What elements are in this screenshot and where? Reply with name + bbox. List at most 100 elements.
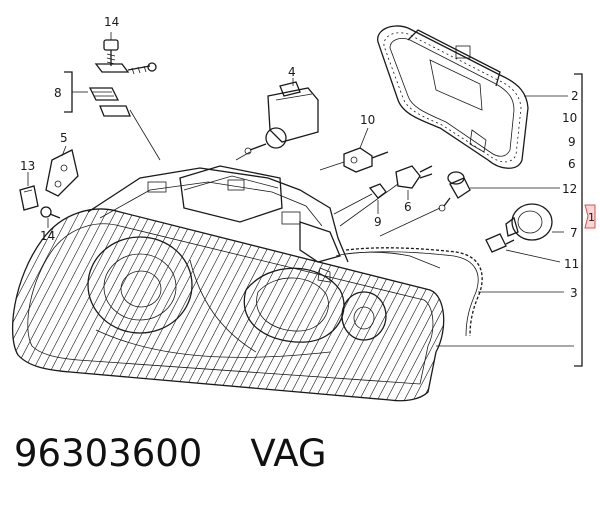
- callout-14-top: 14: [104, 15, 119, 29]
- lens-hatch-line: [15, 209, 137, 401]
- callout-9-mid: 9: [374, 215, 382, 229]
- wiring-harness-inner: [345, 251, 479, 337]
- bulb-12: [438, 171, 471, 212]
- lens-hatch-line: [12, 209, 110, 401]
- low-beam-reflector: [243, 267, 345, 343]
- seal-tab: [469, 129, 487, 153]
- lens-hatch-line: [330, 209, 444, 401]
- lens-hatch-line: [303, 209, 425, 401]
- headlamp-housing: [0, 165, 595, 420]
- housing-rear-block: [179, 165, 283, 223]
- lens-hatch-line: [12, 209, 119, 401]
- callout-4: 4: [288, 65, 296, 79]
- lens-hatch-line: [267, 209, 389, 401]
- callout-1: 1: [588, 211, 595, 224]
- housing-mount-tab-mid: [227, 179, 245, 191]
- lens-hatch-line: [12, 209, 92, 401]
- indicator-bulb-seat: [353, 306, 375, 330]
- lens-hatch-line: [213, 209, 335, 401]
- callout-13: 13: [20, 159, 35, 173]
- lens-hatch-line: [402, 209, 444, 401]
- screw-top-14: [103, 39, 119, 66]
- lens-inner-outline: [27, 223, 434, 385]
- lens-hatch-line: [366, 209, 444, 401]
- projector-reflector-mid: [103, 253, 177, 321]
- callout-7: 7: [570, 226, 578, 240]
- lens-outline: [12, 208, 445, 402]
- lens-contour-line-2: [189, 259, 257, 353]
- leveling-motor-4: [244, 81, 319, 155]
- lens-hatch-line: [348, 209, 444, 401]
- callout-6-mid: 6: [404, 200, 412, 214]
- lens-hatch-line: [294, 209, 416, 401]
- lens-hatch-line: [285, 209, 407, 401]
- lens-hatch-line: [12, 209, 74, 401]
- bulb-holder-10: [343, 147, 389, 173]
- lens-hatch-line: [12, 209, 20, 401]
- lens-hatch-line: [0, 190, 10, 420]
- seal-connector-block: [455, 45, 471, 59]
- screw-low-14: [40, 206, 61, 219]
- lens-hatch-line: [12, 209, 65, 401]
- lens-hatch-line: [475, 190, 595, 420]
- callout-2: 2: [571, 89, 579, 103]
- callout-3: 3: [570, 286, 578, 300]
- socket-6: [395, 165, 433, 189]
- housing-clip: [317, 267, 331, 283]
- bulb-socket-7: [505, 203, 553, 241]
- lens-hatch-line: [195, 209, 317, 401]
- lens-hatch-line: [357, 209, 444, 401]
- lens-hatch-line: [375, 209, 444, 401]
- housing-rear-ridge: [183, 175, 279, 191]
- lens-hatch-line: [466, 190, 586, 420]
- leader-lines: [27, 32, 574, 347]
- housing-mount-tab-right: [281, 211, 301, 225]
- lens-hatch-line: [12, 209, 29, 401]
- lens-contour-line: [95, 329, 331, 358]
- bulb-11: [485, 233, 515, 253]
- lens-hatch-line: [429, 209, 444, 401]
- lens-hatch-line: [448, 190, 568, 420]
- lens-hatch-line: [0, 190, 1, 420]
- lens-hatch-line: [393, 209, 444, 401]
- callout-9-right: 9: [568, 135, 576, 149]
- lens-hatch-line: [222, 209, 344, 401]
- indicator-reflector: [341, 291, 387, 341]
- lens-hatch-line: [321, 209, 443, 401]
- lens-hatch-line: [384, 209, 444, 401]
- lens-hatch-line: [12, 209, 47, 401]
- callout-14-low: 14: [40, 229, 55, 243]
- housing-mount-tab-left: [147, 181, 167, 193]
- clip-13: [19, 185, 39, 211]
- bracket-right: [574, 73, 583, 367]
- lens-hatch-line: [60, 209, 182, 401]
- lens-hatch-line: [438, 209, 444, 401]
- housing-seal: [377, 25, 529, 169]
- lens-hatch-line: [87, 209, 209, 401]
- lens-hatch-line: [12, 209, 101, 401]
- lens-hatch-line: [420, 209, 444, 401]
- lens-hatch-line: [258, 209, 380, 401]
- callout-5: 5: [60, 131, 68, 145]
- lens-hatch-line: [12, 209, 83, 401]
- lens-hatch-line: [12, 209, 56, 401]
- bracket-5: [45, 149, 79, 197]
- lens-hatch-line: [24, 209, 146, 401]
- housing-socket-area: [299, 221, 341, 263]
- seal-window: [429, 59, 483, 111]
- low-beam-reflector-inner: [256, 277, 329, 332]
- callout-6-right: 6: [568, 157, 576, 171]
- callout-10-right: 10: [562, 111, 577, 125]
- seal-inner: [389, 38, 515, 157]
- bulb-9: [368, 183, 387, 199]
- projector-reflector-outer: [87, 236, 193, 334]
- callout-8: 8: [54, 86, 62, 100]
- callout-10-mid: 10: [360, 113, 375, 127]
- bracket-8: [64, 71, 73, 113]
- seal-frame: [407, 29, 501, 87]
- lens-hatch-line: [12, 209, 38, 401]
- lens-hatch-line: [457, 190, 577, 420]
- brand-name: VAG: [250, 432, 327, 475]
- lens-hatch-line: [186, 209, 308, 401]
